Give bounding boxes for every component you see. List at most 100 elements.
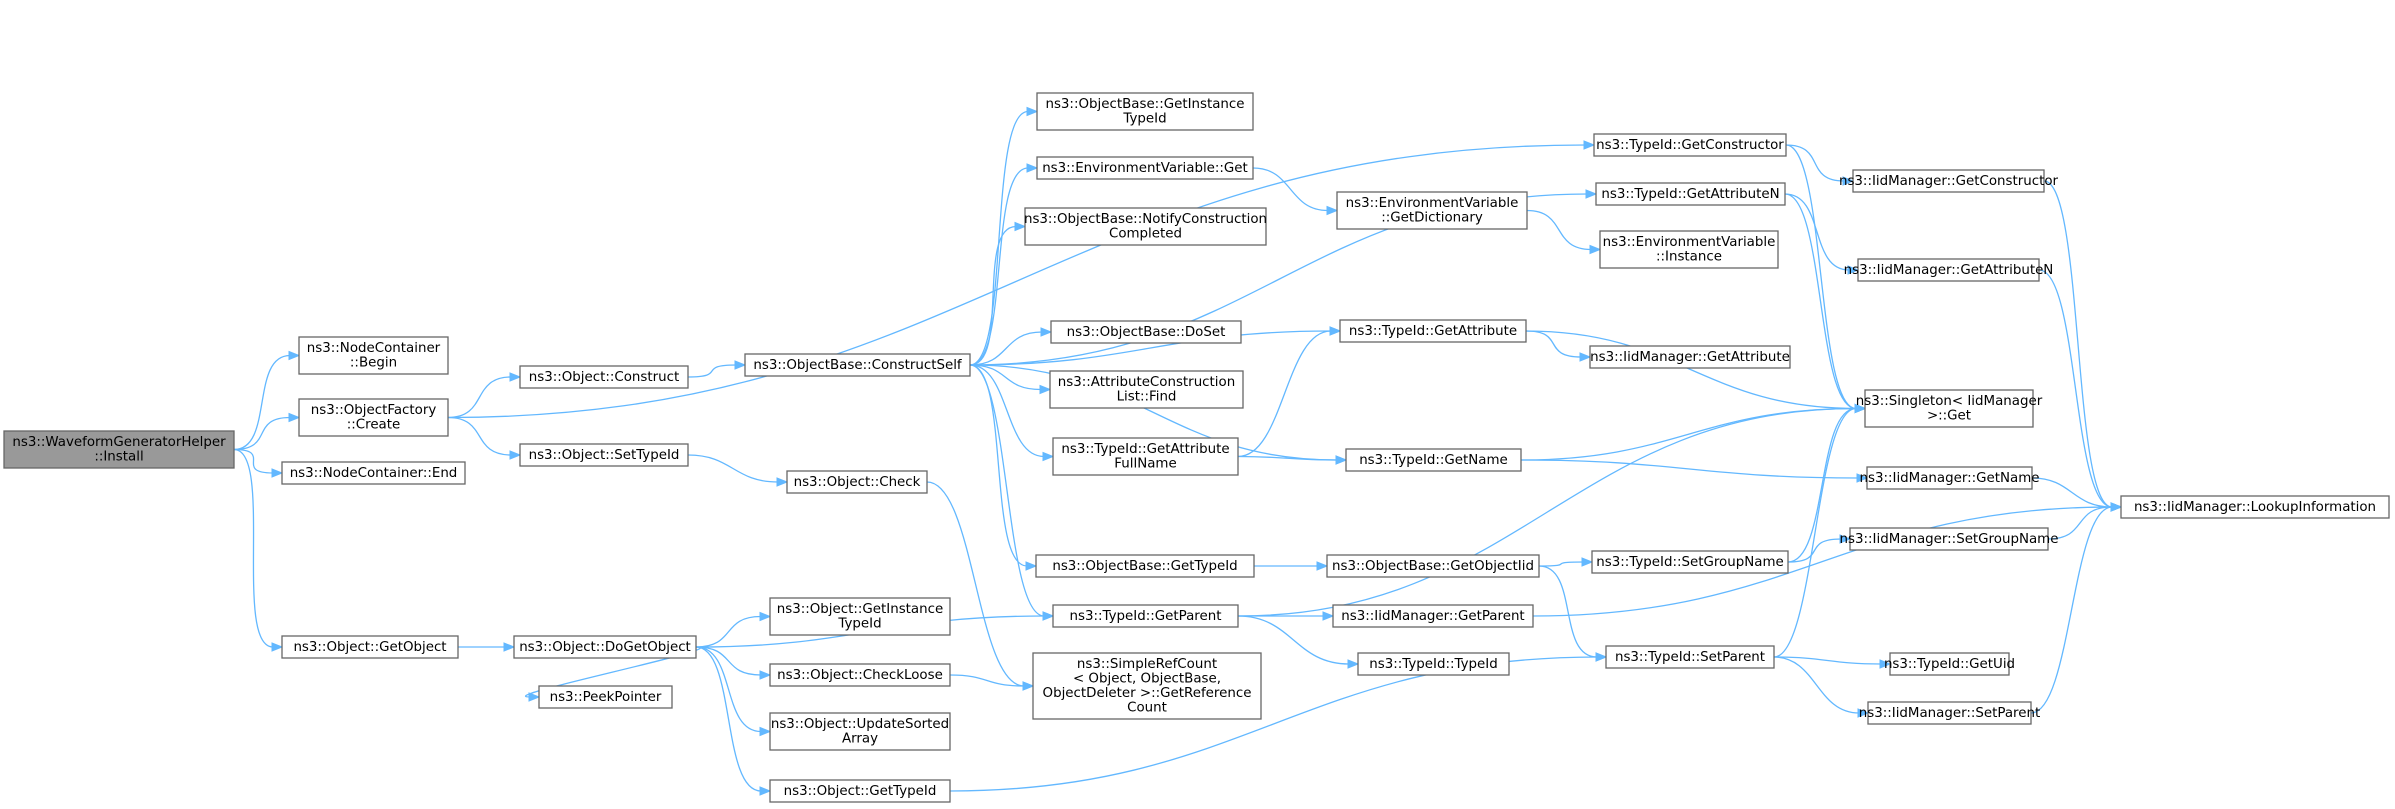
graph-node[interactable]: ns3::EnvironmentVariable::Instance	[1599, 230, 1779, 269]
node-box	[1050, 320, 1242, 344]
node-label: ns3::WaveformGeneratorHelper	[12, 435, 226, 450]
node-label: ns3::TypeId::GetName	[1359, 453, 1508, 468]
graph-edge	[447, 144, 1586, 419]
graph-node[interactable]: ns3::SimpleRefCount< Object, ObjectBase,…	[1032, 652, 1262, 720]
graph-node[interactable]: ns3::TypeId::GetName	[1345, 448, 1522, 472]
edge-arrowhead	[1847, 265, 1860, 275]
graph-edge	[969, 364, 1338, 461]
graph-node[interactable]: ns3::NodeContainer::Begin	[298, 336, 449, 375]
node-label: ns3::NodeContainer::End	[290, 466, 458, 481]
graph-edge	[695, 615, 762, 648]
graph-node[interactable]: ns3::IidManager::GetAttribute	[1589, 345, 1791, 369]
node-box	[513, 635, 697, 659]
graph-node[interactable]: ns3::Singleton< IidManager >::Get	[1856, 389, 2043, 428]
edge-arrowhead	[759, 786, 772, 796]
edge-arrowhead	[1026, 106, 1039, 117]
edge-arrowhead	[759, 611, 772, 622]
node-label: TypeId	[837, 617, 881, 632]
edge-arrowhead	[1839, 534, 1852, 544]
graph-edge	[2043, 180, 2113, 508]
node-label: ns3::IidManager::SetParent	[1859, 706, 2041, 721]
node-label: ObjectDeleter >::GetReference	[1043, 686, 1252, 701]
graph-node[interactable]: ns3::ObjectBase::NotifyConstructionCompl…	[1024, 207, 1267, 246]
graph-node[interactable]: ns3::IidManager::GetParent	[1332, 604, 1534, 628]
graph-edge	[969, 225, 1017, 366]
graph-node[interactable]: ns3::ObjectBase::GetObjectIid	[1326, 554, 1540, 578]
graph-edge	[2047, 506, 2113, 540]
graph-node[interactable]: ns3::ObjectBase::ConstructSelf	[744, 353, 971, 377]
graph-edge	[1785, 144, 1845, 182]
graph-edge	[1785, 144, 1857, 410]
node-box	[1339, 319, 1527, 343]
graph-node[interactable]: ns3::TypeId::GetParent	[1052, 604, 1239, 628]
edge-arrowhead	[1595, 652, 1608, 662]
node-box	[1036, 92, 1254, 131]
node-label: ns3::Object::GetTypeId	[784, 784, 937, 799]
graph-node[interactable]: ns3::Object::Check	[786, 470, 928, 494]
graph-node[interactable]: ns3::Object::CheckLoose	[769, 663, 951, 687]
edge-arrowhead	[1026, 163, 1039, 173]
node-label: ns3::Singleton< IidManager	[1856, 394, 2043, 409]
graph-node[interactable]: ns3::ObjectBase::GetTypeId	[1035, 554, 1255, 578]
graph-edge	[687, 454, 779, 483]
node-box	[281, 461, 466, 485]
graph-node[interactable]: ns3::EnvironmentVariable::GetDictionary	[1336, 191, 1528, 230]
graph-edge	[1538, 561, 1584, 567]
graph-node[interactable]: ns3::WaveformGeneratorHelper::Install	[3, 430, 235, 469]
node-box	[1866, 466, 2033, 490]
graph-node[interactable]: ns3::TypeId::TypeId	[1357, 652, 1510, 676]
graph-node[interactable]: ns3::TypeId::GetUid	[1884, 652, 2015, 676]
graph-node[interactable]: ns3::TypeId::GetConstructor	[1593, 133, 1787, 157]
graph-node[interactable]: ns3::ObjectBase::DoSet	[1050, 320, 1242, 344]
graph-edge	[2038, 269, 2113, 508]
node-box	[1326, 554, 1540, 578]
graph-node[interactable]: ns3::TypeId::SetParent	[1605, 645, 1775, 669]
graph-edge	[2031, 477, 2113, 508]
edge-arrowhead	[509, 372, 522, 382]
graph-node[interactable]: ns3::Object::GetObject	[281, 635, 459, 659]
graph-node[interactable]: ns3::NodeContainer::End	[281, 461, 466, 485]
graph-node[interactable]: ns3::IidManager::GetConstructor	[1839, 169, 2059, 193]
graph-node[interactable]: ns3::EnvironmentVariable::Get	[1036, 156, 1254, 180]
graph-node[interactable]: ns3::Object::Construct	[519, 365, 689, 389]
node-box	[1024, 207, 1267, 246]
node-label: FullName	[1114, 457, 1176, 472]
graph-edge	[1784, 193, 1850, 271]
node-box	[1052, 437, 1239, 476]
graph-node[interactable]: ns3::Object::GetTypeId	[769, 779, 951, 803]
graph-node[interactable]: ns3::IidManager::LookupInformation	[2120, 495, 2390, 519]
edge-arrowhead	[503, 642, 516, 652]
graph-node[interactable]: ns3::TypeId::SetGroupName	[1591, 550, 1789, 574]
graph-node[interactable]: ns3::ObjectFactory::Create	[298, 398, 449, 437]
graph-node[interactable]: ns3::IidManager::SetParent	[1859, 701, 2041, 725]
graph-node[interactable]: ns3::IidManager::GetAttributeN	[1844, 258, 2054, 282]
node-label: ns3::EnvironmentVariable::Get	[1042, 161, 1248, 176]
node-label: ns3::ObjectBase::GetInstance	[1045, 97, 1244, 112]
graph-node[interactable]: ns3::TypeId::GetAttribute	[1339, 319, 1527, 343]
node-label: ::Create	[347, 418, 401, 433]
graph-node[interactable]: ns3::IidManager::GetName	[1859, 466, 2040, 490]
graph-node[interactable]: ns3::Object::DoGetObject	[513, 635, 697, 659]
edge-arrowhead	[1585, 189, 1598, 199]
node-box	[1345, 448, 1522, 472]
node-box	[1593, 133, 1787, 157]
graph-node[interactable]: ns3::PeekPointer	[538, 685, 673, 709]
graph-edge	[926, 481, 1025, 687]
graph-edge	[1538, 565, 1598, 658]
node-label: Count	[1127, 701, 1167, 716]
node-label: ns3::EnvironmentVariable	[1603, 235, 1776, 250]
graph-node[interactable]: ns3::TypeId::GetAttributeN	[1595, 182, 1786, 206]
graph-node[interactable]: ns3::IidManager::SetGroupName	[1840, 527, 2059, 551]
node-label: ns3::SimpleRefCount	[1077, 657, 1217, 672]
graph-edge	[1525, 330, 1857, 410]
node-label: ns3::TypeId::SetGroupName	[1596, 555, 1784, 570]
graph-node[interactable]: ns3::Object::SetTypeId	[519, 443, 689, 467]
graph-edge	[969, 364, 1042, 391]
